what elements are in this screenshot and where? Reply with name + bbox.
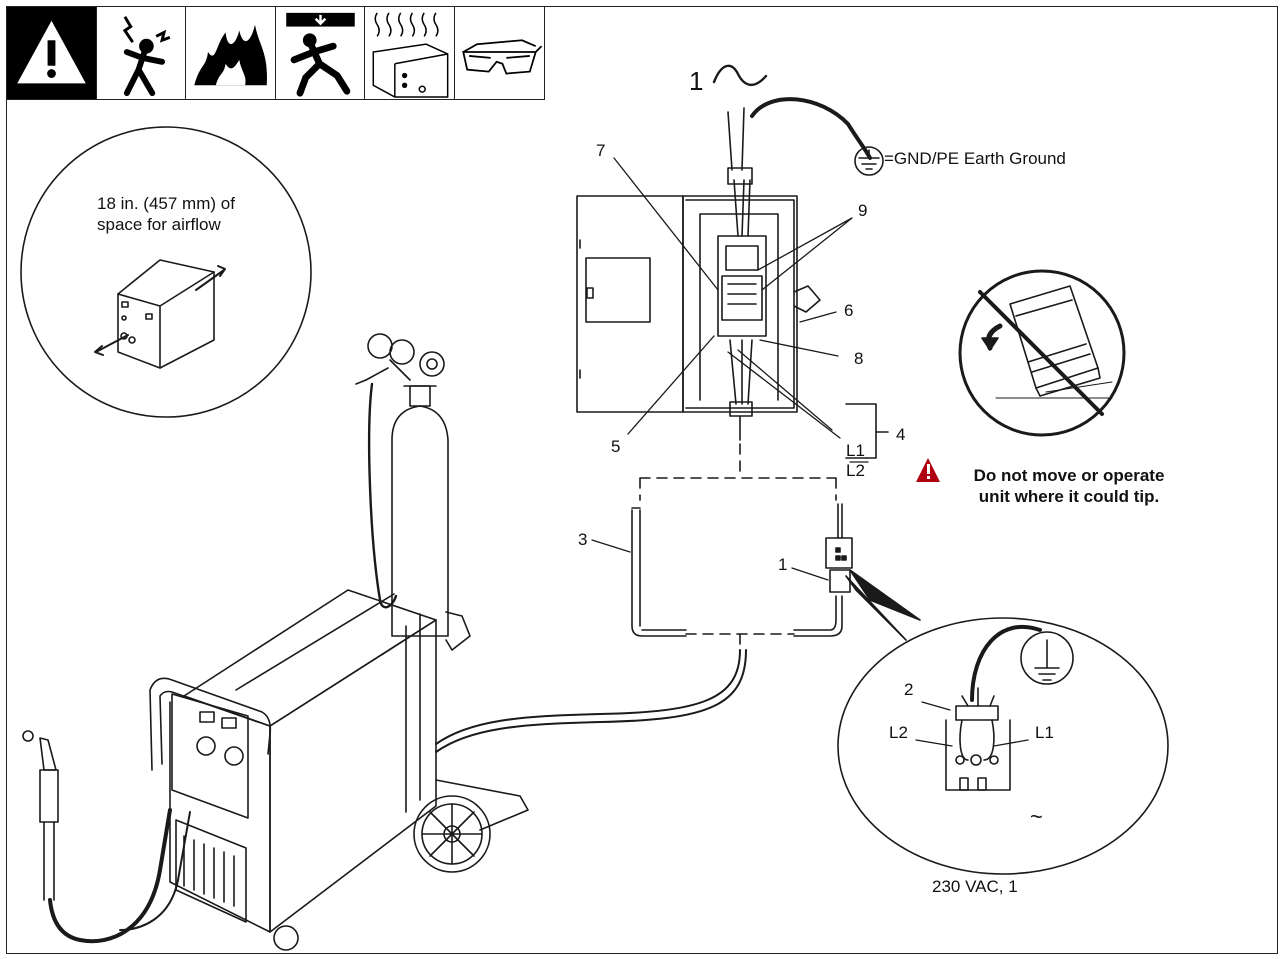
power-cord-and-plug <box>631 503 921 641</box>
no-tip-detail <box>958 269 1126 437</box>
power-number-label: 1 <box>689 66 704 96</box>
l1-top-label: L1 <box>846 441 865 460</box>
field-wiring-dashed <box>639 443 837 651</box>
tilde-label: ~ <box>1030 804 1043 829</box>
hazard-icon-strip <box>6 6 545 100</box>
airflow-label: 18 in. (457 mm) of space for airflow <box>97 194 235 235</box>
l2-label: L2 <box>889 723 908 742</box>
item-6-label: 6 <box>844 301 854 320</box>
disconnect-box <box>576 97 889 463</box>
electric-shock-icon <box>95 6 187 100</box>
tip-warning-text: Do not move or operate unit where it cou… <box>973 466 1165 507</box>
airflow-clearance-detail <box>20 126 312 418</box>
item-9-label: 9 <box>858 201 868 220</box>
warning-triangle-icon <box>6 6 97 100</box>
item-5-label: 5 <box>611 437 621 456</box>
safety-glasses-icon <box>453 6 545 100</box>
earth-ground-symbol <box>854 146 884 176</box>
voltage-label: 230 VAC, 1 <box>932 877 1018 896</box>
ac-symbol <box>712 64 768 86</box>
warning-small-icon <box>916 458 940 482</box>
l2-top-label: L2 <box>846 461 865 480</box>
welder-power-source <box>22 589 747 951</box>
l1-label: L1 <box>1035 723 1054 742</box>
item-8-label: 8 <box>854 349 864 368</box>
item-7-label: 7 <box>596 141 606 160</box>
item-4-label: 4 <box>896 425 906 444</box>
ground-label: =GND/PE Earth Ground <box>884 149 1066 168</box>
gas-cylinder <box>355 333 471 651</box>
plug-wiring-detail <box>837 617 1169 875</box>
diagram-frame <box>6 6 1278 954</box>
callout-leaders <box>591 157 1029 747</box>
falling-equipment-icon <box>274 6 366 100</box>
item-1-label: 1 <box>778 555 788 574</box>
item-2-label: 2 <box>904 680 914 699</box>
item-3-label: 3 <box>578 530 588 549</box>
